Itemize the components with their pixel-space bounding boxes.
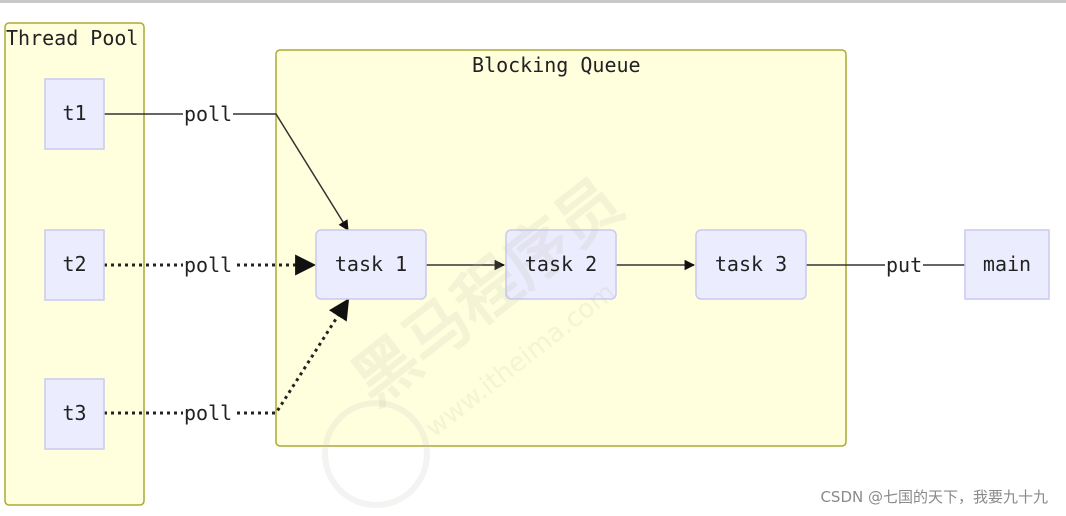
node-t3 bbox=[44, 378, 105, 450]
node-t1 bbox=[44, 78, 105, 150]
node-task2-label: task 2 bbox=[524, 252, 598, 276]
node-task1 bbox=[315, 229, 427, 300]
thread-pool-title: Thread Pool bbox=[6, 26, 139, 50]
edge-t1-label: poll bbox=[183, 102, 234, 126]
window-top-border bbox=[0, 0, 1066, 3]
node-task1-label: task 1 bbox=[334, 252, 408, 276]
edge-t3-label: poll bbox=[183, 401, 234, 425]
node-main bbox=[964, 229, 1050, 300]
edge-t1-task1 bbox=[104, 113, 349, 231]
edge-main-label: put bbox=[885, 253, 924, 277]
node-t2-label: t2 bbox=[62, 252, 87, 276]
blocking-queue-title: Blocking Queue bbox=[472, 53, 641, 77]
node-task3 bbox=[695, 229, 807, 300]
node-task3-label: task 3 bbox=[714, 252, 788, 276]
edge-t2-label: poll bbox=[183, 253, 234, 277]
node-t3-label: t3 bbox=[62, 401, 87, 425]
node-task2 bbox=[505, 229, 617, 300]
node-main-label: main bbox=[982, 252, 1032, 276]
edge-t3-task1 bbox=[104, 298, 350, 415]
source-credit: CSDN @七国的天下，我要九十九 bbox=[820, 488, 1048, 506]
node-t1-label: t1 bbox=[62, 101, 87, 125]
node-t2 bbox=[44, 229, 105, 301]
